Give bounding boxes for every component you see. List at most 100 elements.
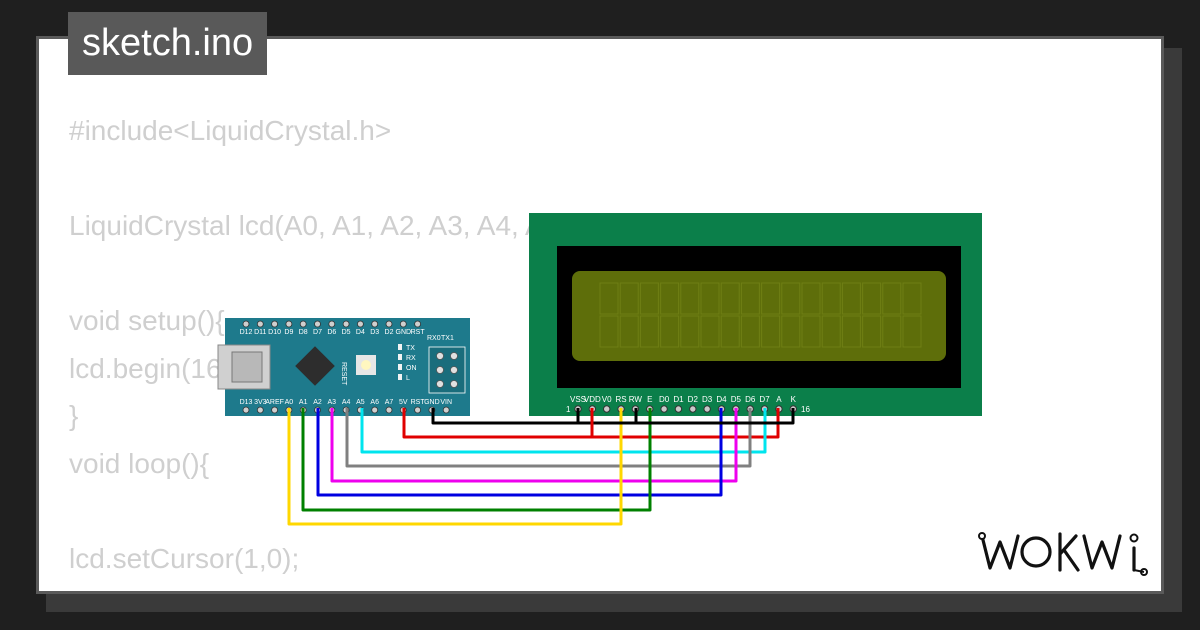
lcd-pin-label: D2 <box>688 395 699 404</box>
nano-pin[interactable] <box>385 320 393 328</box>
nano-pin[interactable] <box>285 320 293 328</box>
nano-pin[interactable] <box>271 320 279 328</box>
icsp-pins <box>436 352 458 388</box>
nano-pin[interactable] <box>328 320 336 328</box>
wokwi-logo <box>978 532 1148 576</box>
lcd-cell <box>680 282 700 315</box>
wires <box>287 408 795 526</box>
code-line: void loop(){ <box>69 447 210 479</box>
nano-pin-label: D2 <box>385 329 394 336</box>
nano-pin[interactable] <box>414 406 422 414</box>
nano-pin-label: A1 <box>299 399 308 406</box>
lcd-cell <box>902 282 922 315</box>
wire-vss-gnd[interactable] <box>576 408 793 425</box>
lcd-pin-label: D0 <box>659 395 670 404</box>
reset-label: RESET <box>340 362 347 386</box>
nano-pin[interactable] <box>242 320 250 328</box>
nano-pin-label: RST <box>411 399 426 406</box>
icsp-pin <box>450 352 458 360</box>
nano-pin[interactable] <box>442 406 450 414</box>
nano-pin[interactable] <box>371 320 379 328</box>
status-led <box>398 344 402 350</box>
lcd-pin-label: D6 <box>745 395 756 404</box>
led-label: TX <box>406 345 415 352</box>
code-line: } <box>69 400 79 431</box>
nano-pin-label: D9 <box>284 329 293 336</box>
lcd-cell <box>700 282 720 315</box>
lcd-pin[interactable] <box>603 405 611 413</box>
tx1-label: TX1 <box>441 335 454 342</box>
code-line: #include<LiquidCrystal.h> <box>69 115 392 146</box>
lcd-pin-label: D1 <box>673 395 684 404</box>
nano-pin[interactable] <box>314 320 321 328</box>
lcd-cell <box>781 315 801 348</box>
nano-pin[interactable] <box>385 406 393 414</box>
wire-a3[interactable] <box>330 408 738 483</box>
nano-pin-label: GND <box>396 329 412 336</box>
lcd-cell <box>639 282 659 315</box>
code-line: void setup(){ <box>69 305 225 336</box>
nano-pin-label: GND <box>424 399 440 406</box>
lcd-cell <box>599 282 619 315</box>
lcd-pin-label: D3 <box>702 395 713 404</box>
nano-pin-label: VIN <box>440 399 452 406</box>
lcd-pin[interactable] <box>660 405 668 413</box>
lcd-cell <box>821 315 841 348</box>
lcd-cell <box>882 282 902 315</box>
nano-pin-label: A2 <box>313 399 322 406</box>
nano-pin[interactable] <box>299 320 307 328</box>
nano-pin[interactable] <box>371 406 379 414</box>
nano-pin[interactable] <box>242 406 250 414</box>
nano-pin[interactable] <box>256 320 264 328</box>
file-title: sketch.ino <box>68 12 268 75</box>
nano-pin[interactable] <box>256 406 264 414</box>
status-led <box>398 374 402 380</box>
lcd-cell <box>660 282 680 315</box>
lcd-pin-label: E <box>647 395 652 404</box>
wire-a4[interactable] <box>345 408 752 468</box>
nano-pin[interactable] <box>356 320 364 328</box>
nano-pin-label: 3V3 <box>254 399 267 406</box>
nano-pin-label: RST <box>411 329 426 336</box>
nano-pin-label: AREF <box>265 399 284 406</box>
nano-pin-label: A7 <box>385 399 394 406</box>
lcd-cell <box>660 315 680 348</box>
reset-button-cap <box>361 360 371 370</box>
lcd-pin[interactable] <box>689 405 697 413</box>
wire-a5[interactable] <box>360 408 767 454</box>
lcd-cell <box>680 315 700 348</box>
lcd-cell <box>761 315 781 348</box>
wire-a0[interactable] <box>287 408 623 526</box>
nano-pin[interactable] <box>414 320 422 328</box>
nano-pin-label: D11 <box>254 329 266 336</box>
led-label: ON <box>406 365 417 372</box>
nano-pin-label: A3 <box>328 399 337 406</box>
lcd-cell <box>801 315 821 348</box>
lcd-cell <box>599 315 619 348</box>
nano-pin-label: D4 <box>356 329 365 336</box>
lcd-pin-label: K <box>791 395 797 404</box>
nano-pin-label: D8 <box>299 329 308 336</box>
lcd-pin[interactable] <box>674 405 683 413</box>
lcd-pin-label: D4 <box>716 395 727 404</box>
nano-pin[interactable] <box>342 320 350 328</box>
nano-pin[interactable] <box>399 320 407 328</box>
lcd-pin-label: A <box>776 395 782 404</box>
nano-pin-label: A5 <box>356 399 365 406</box>
lcd-pin-label: V0 <box>602 395 612 404</box>
lcd-cell <box>761 282 781 315</box>
led-label: RX <box>406 355 416 362</box>
lcd-pin-label: RS <box>615 395 626 404</box>
lcd-pin[interactable] <box>703 405 711 413</box>
wire-a1[interactable] <box>301 408 652 512</box>
icsp-pin <box>450 366 458 374</box>
wire-a2[interactable] <box>316 408 723 497</box>
code-preview: #include<LiquidCrystal.h>LiquidCrystal l… <box>69 107 576 591</box>
code-line: lcd.setCursor(1,0); <box>69 542 300 574</box>
lcd-character-grid <box>599 282 922 348</box>
nano-pin[interactable] <box>271 406 279 414</box>
